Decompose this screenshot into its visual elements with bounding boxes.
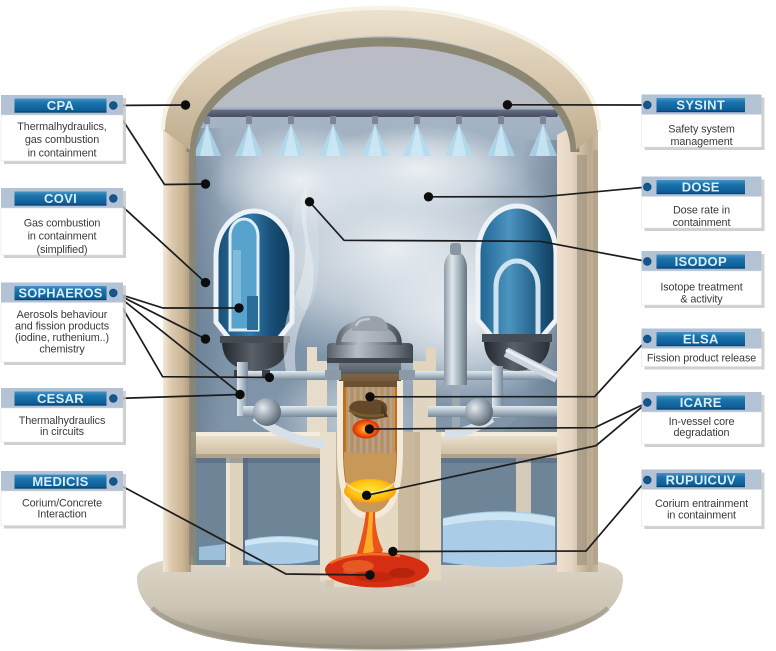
svg-text:containment: containment bbox=[673, 217, 731, 229]
svg-text:Thermalhydraulics: Thermalhydraulics bbox=[19, 415, 106, 427]
svg-text:in containment: in containment bbox=[28, 147, 97, 159]
svg-text:CESAR: CESAR bbox=[37, 391, 84, 406]
svg-text:and fission products: and fission products bbox=[15, 320, 110, 332]
svg-text:In-vessel core: In-vessel core bbox=[669, 416, 735, 428]
svg-text:(iodine, ruthenium..): (iodine, ruthenium..) bbox=[15, 332, 109, 344]
svg-text:COVI: COVI bbox=[44, 191, 77, 206]
svg-text:ISODOP: ISODOP bbox=[675, 254, 727, 269]
svg-text:gas combustion: gas combustion bbox=[25, 134, 99, 146]
svg-text:Corium/Concrete: Corium/Concrete bbox=[22, 498, 102, 510]
svg-text:Thermalhydraulics,: Thermalhydraulics, bbox=[17, 121, 107, 133]
svg-text:MEDICIS: MEDICIS bbox=[32, 474, 88, 489]
svg-text:CPA: CPA bbox=[47, 98, 75, 113]
svg-text:Isotope treatment: Isotope treatment bbox=[660, 281, 742, 293]
svg-text:Fission product release: Fission product release bbox=[647, 353, 756, 365]
svg-text:DOSE: DOSE bbox=[682, 179, 720, 194]
svg-text:management: management bbox=[670, 136, 732, 148]
svg-text:Corium entrainment: Corium entrainment bbox=[655, 498, 748, 510]
svg-text:(simplified): (simplified) bbox=[37, 244, 88, 256]
svg-text:in containment: in containment bbox=[667, 510, 736, 522]
svg-text:& activity: & activity bbox=[680, 294, 723, 306]
svg-text:chemistry: chemistry bbox=[39, 344, 85, 356]
svg-text:Dose rate in: Dose rate in bbox=[673, 205, 730, 217]
svg-text:degradation: degradation bbox=[674, 427, 730, 439]
svg-text:SYSINT: SYSINT bbox=[676, 97, 725, 112]
svg-text:in circuits: in circuits bbox=[40, 426, 85, 438]
svg-text:RUPUICUV: RUPUICUV bbox=[666, 472, 736, 487]
svg-text:Aerosols behaviour: Aerosols behaviour bbox=[17, 309, 108, 321]
svg-text:ICARE: ICARE bbox=[680, 395, 722, 410]
svg-text:SOPHAEROS: SOPHAEROS bbox=[19, 285, 103, 300]
svg-text:Interaction: Interaction bbox=[37, 509, 86, 521]
svg-text:Gas combustion: Gas combustion bbox=[24, 218, 101, 230]
svg-text:in containment: in containment bbox=[28, 231, 97, 243]
svg-text:Safety system: Safety system bbox=[668, 124, 735, 136]
svg-text:ELSA: ELSA bbox=[683, 331, 719, 346]
